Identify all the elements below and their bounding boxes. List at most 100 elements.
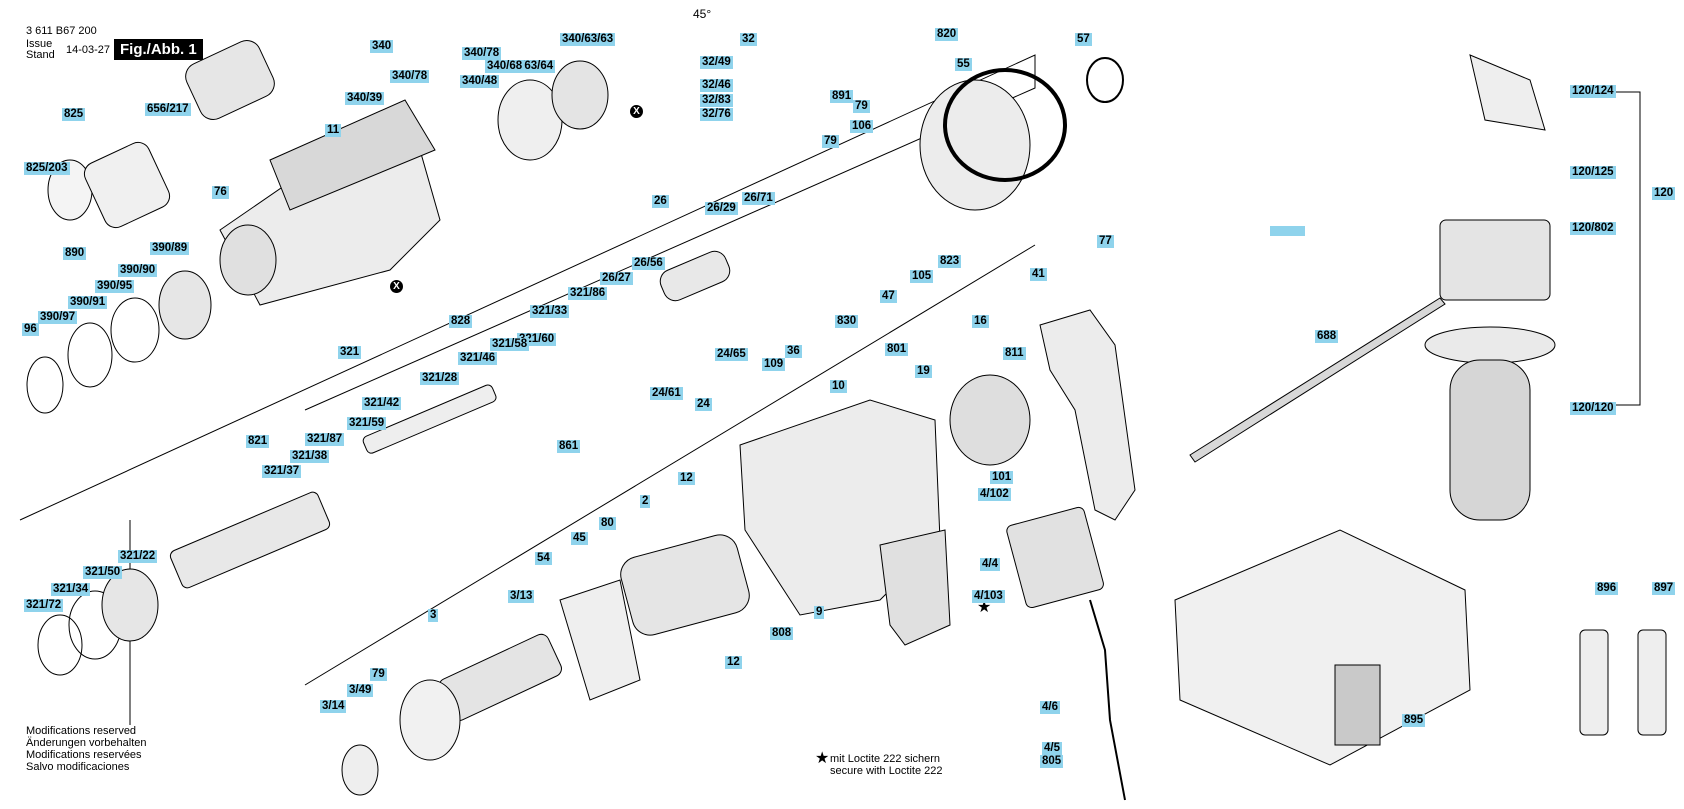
part-label: 390/90	[118, 264, 158, 277]
part-label: 26	[652, 195, 669, 208]
part-label: 120	[1652, 187, 1676, 200]
part-label: 120/120	[1570, 402, 1616, 415]
part-label: 801	[885, 343, 909, 356]
part-label: 45	[571, 532, 588, 545]
part-label: 3	[428, 609, 439, 622]
part-label: 825	[62, 108, 86, 121]
part-label: 19	[915, 365, 932, 378]
part-label: 321/87	[305, 433, 345, 446]
part-label: 41	[1030, 268, 1047, 281]
part-label: 32/83	[700, 94, 733, 107]
note-en: Modifications reserved	[26, 725, 137, 737]
part-label: 340/48	[460, 75, 500, 88]
part-label: 32/76	[700, 108, 733, 121]
part-label: 321/86	[568, 287, 608, 300]
part-label: 897	[1652, 582, 1676, 595]
issue-label: Issue	[26, 38, 53, 50]
part-label: 340/63/63	[560, 33, 616, 46]
part-label: 32/49	[700, 56, 733, 69]
part-label: 55	[955, 58, 972, 71]
part-label: 340/68	[485, 60, 525, 73]
part-label: 656/217	[145, 103, 191, 116]
part-label: 321/42	[362, 397, 402, 410]
part-label: 808	[770, 627, 794, 640]
part-label: 321/58	[490, 338, 530, 351]
part-label: 2	[640, 495, 651, 508]
part-label: 36	[785, 345, 802, 358]
part-label: 120/124	[1570, 85, 1616, 98]
part-label: 77	[1097, 235, 1114, 248]
part-label: 896	[1595, 582, 1619, 595]
stand-label: Stand	[26, 49, 55, 61]
part-label: 26/56	[632, 257, 665, 270]
doc-number: 3 611 B67 200	[26, 25, 97, 37]
part-label: 688	[1315, 330, 1339, 343]
part-label: 12	[678, 472, 695, 485]
part-label: 861	[557, 440, 581, 453]
modifications-note: Modifications reserved Änderungen vorbeh…	[26, 725, 146, 773]
part-label: 811	[1003, 347, 1026, 360]
part-label: 24	[695, 398, 712, 411]
note-de: Änderungen vorbehalten	[26, 737, 147, 749]
part-label: 4/6	[1040, 701, 1060, 714]
part-label: 54	[535, 552, 552, 565]
part-label: 4/102	[978, 488, 1011, 501]
part-label: 823	[938, 255, 962, 268]
part-label: 12	[725, 656, 742, 669]
part-label: 79	[370, 668, 387, 681]
part-label: 4/103	[972, 590, 1005, 603]
loctite-en: secure with Loctite 222	[830, 765, 943, 777]
part-label: 895	[1402, 714, 1426, 727]
part-label: 10	[830, 380, 847, 393]
part-label: 120/802	[1570, 222, 1616, 235]
part-label: 4/4	[980, 558, 1000, 571]
x-mark-icon: X	[630, 105, 643, 118]
star-icon: ★	[815, 750, 830, 767]
part-label: 321/38	[290, 450, 330, 463]
part-label: 120/125	[1570, 166, 1616, 179]
part-label: 79	[822, 135, 839, 148]
part-label: 321/59	[347, 417, 387, 430]
part-label: 11	[325, 124, 342, 137]
part-label: 101	[990, 471, 1014, 484]
part-label: 820	[935, 28, 959, 41]
part-label: 3/13	[508, 590, 535, 603]
part-label: 105	[910, 270, 934, 283]
part-label: 96	[22, 323, 39, 336]
part-label: 321/72	[24, 599, 64, 612]
note-es: Salvo modificaciones	[26, 761, 130, 773]
part-label: 3/49	[347, 684, 374, 697]
part-label: 340/39	[345, 92, 385, 105]
part-label: 890	[63, 247, 87, 260]
part-label: 340	[370, 40, 394, 53]
star-icon: ★	[977, 599, 992, 616]
part-label: 340/78	[390, 70, 430, 83]
part-label: 830	[835, 315, 859, 328]
part-label: 32/46	[700, 79, 733, 92]
part-label: 390/91	[68, 296, 108, 309]
part-label: 26/29	[705, 202, 738, 215]
part-label: 79	[853, 100, 870, 113]
part-label: 80	[599, 517, 616, 530]
issue-date: 14-03-27	[66, 44, 111, 56]
part-label: 16	[972, 315, 989, 328]
angle-label: 45°	[693, 7, 712, 21]
part-label: 76	[212, 186, 229, 199]
part-label: 891	[830, 90, 854, 103]
loctite-note: mit Loctite 222 sichern secure with Loct…	[830, 753, 943, 777]
part-label: 321/28	[420, 372, 460, 385]
part-label: 821	[246, 435, 270, 448]
part-label: 9	[814, 606, 825, 619]
part-label: 321/37	[262, 465, 302, 478]
part-label: 321	[338, 346, 362, 359]
part-label: 109	[762, 358, 786, 371]
part-label: 26/71	[742, 192, 775, 205]
part-label: 24/61	[650, 387, 683, 400]
x-mark-icon: X	[390, 280, 403, 293]
part-label: 390/97	[38, 311, 78, 324]
part-label: 321/46	[458, 352, 498, 365]
note-fr: Modifications reservées	[26, 749, 142, 761]
part-label: 390/89	[150, 242, 190, 255]
part-label: 828	[449, 315, 473, 328]
